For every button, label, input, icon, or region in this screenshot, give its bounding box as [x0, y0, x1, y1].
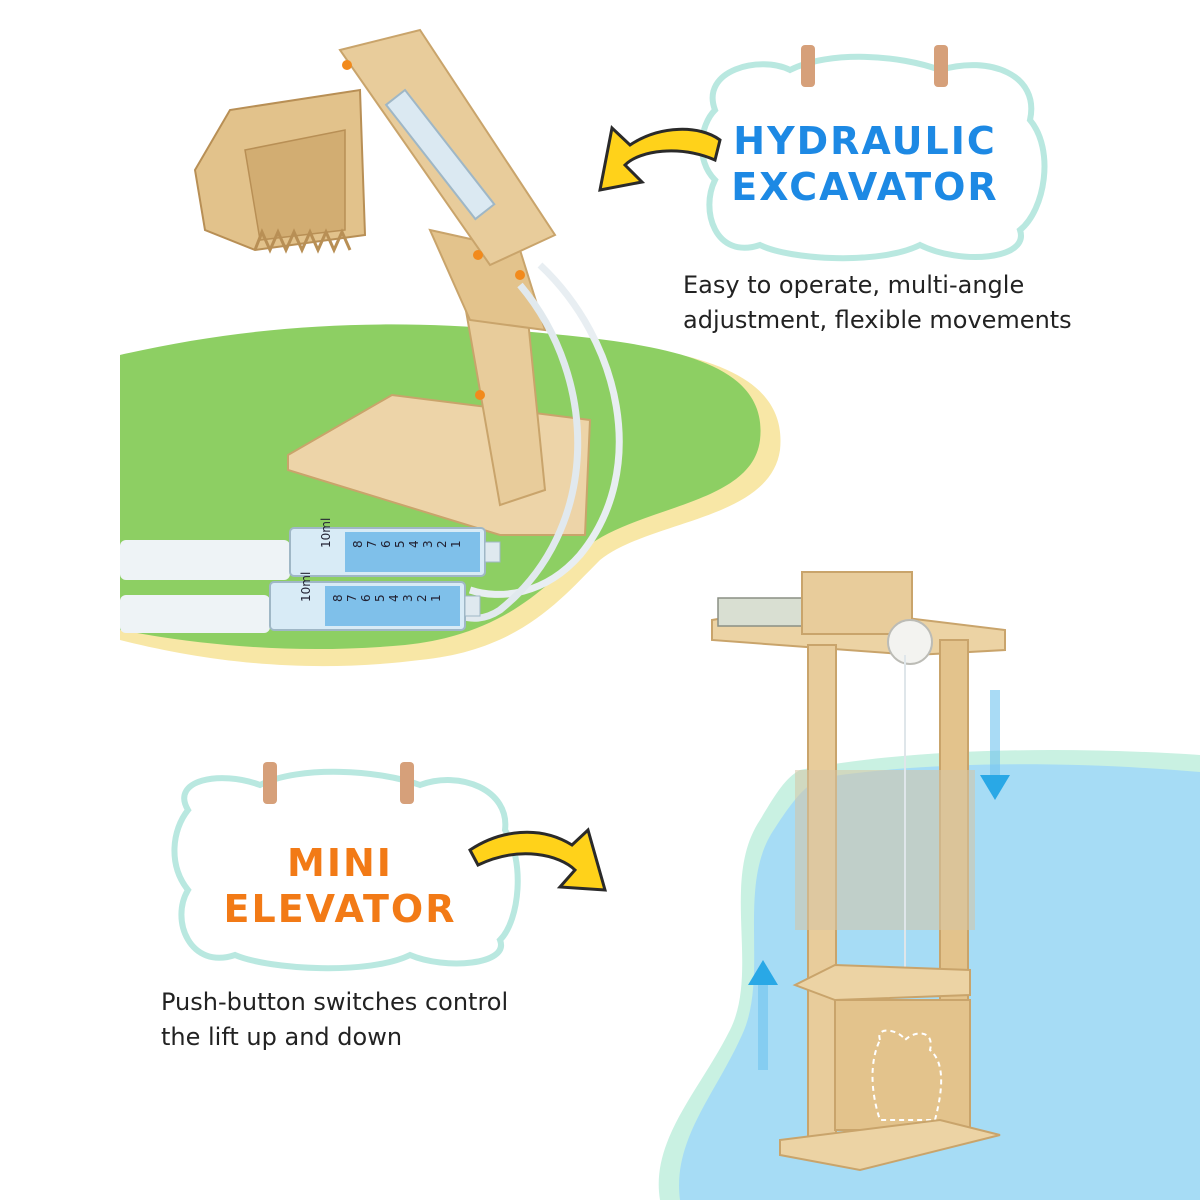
- syringe-top-tick: 3: [421, 540, 435, 548]
- elevator-base: [779, 1118, 1001, 1172]
- arrow-down-icon: [980, 690, 1010, 800]
- elevator-card: [171, 762, 521, 972]
- elevator-car-front: [834, 999, 971, 1131]
- syringe-bottom-tick: 2: [415, 594, 429, 602]
- elevator-caption: Push-button switches control the lift up…: [161, 985, 581, 1055]
- syringe-bottom-tick: 4: [387, 594, 401, 602]
- pin: [342, 60, 352, 70]
- syringe-top-tick: 10ml: [319, 518, 333, 548]
- pin: [475, 390, 485, 400]
- elevator-blur: [795, 770, 975, 930]
- hydraulic-title-line1: HYDRAULIC: [733, 119, 997, 163]
- syringe-top-tick: 8: [351, 540, 365, 548]
- syringe-top-tick: 1: [449, 540, 463, 548]
- syringe-bottom-tick: 7: [345, 594, 359, 602]
- clothespin-icon: [263, 762, 414, 804]
- hydraulic-tube: [468, 262, 623, 598]
- hydraulic-card: [698, 45, 1048, 262]
- hydraulic-excavator-title: HYDRAULIC EXCAVATOR: [720, 118, 1010, 211]
- pin: [473, 250, 483, 260]
- excavator-caption-line2: adjustment, flexible movements: [683, 305, 1072, 334]
- excavator-caption: Easy to operate, multi-angle adjustment,…: [683, 268, 1153, 338]
- syringe-top-tick: 2: [435, 540, 449, 548]
- bucket-inner: [244, 129, 346, 241]
- boom-syringe: [384, 88, 496, 221]
- syringe-bottom-tick: 10ml: [299, 572, 313, 602]
- bucket-teeth: [253, 228, 352, 254]
- syringe-top: [120, 527, 501, 580]
- syringe-bottom-tick: 6: [359, 594, 373, 602]
- pin: [515, 270, 525, 280]
- syringe-top-tick: 5: [393, 540, 407, 548]
- syringe-bottom-tick: 8: [331, 594, 345, 602]
- mini-elevator-title: MINI ELEVATOR: [190, 840, 490, 933]
- syringe-top-tick: 7: [365, 540, 379, 548]
- motor-box: [801, 571, 913, 635]
- curved-arrow-icon: [598, 125, 722, 192]
- hydraulic-tube: [458, 282, 582, 622]
- syringe-top-tick: 6: [379, 540, 393, 548]
- excavator-caption-line1: Easy to operate, multi-angle: [683, 271, 1025, 299]
- syringe-bottom-tick: 1: [429, 594, 443, 602]
- elevator-caption-line2: the lift up and down: [161, 1022, 403, 1051]
- syringe-top-tick: 4: [407, 540, 421, 548]
- syringe-bottom-tick: 5: [373, 594, 387, 602]
- syringe-bottom: [120, 581, 481, 633]
- elevator-title-line1: MINI: [287, 841, 393, 885]
- syringe-bottom-tick: 3: [401, 594, 415, 602]
- elevator-caption-line1: Push-button switches control: [161, 988, 509, 1016]
- bear-outline: [871, 1029, 943, 1121]
- elevator-car-top: [792, 963, 971, 1002]
- curved-arrow-icon: [468, 827, 608, 892]
- elevator-title-line2: ELEVATOR: [223, 887, 457, 932]
- arrow-up-icon: [748, 960, 778, 1070]
- hydraulic-title-line2: EXCAVATOR: [731, 165, 999, 210]
- clothespin-icon: [801, 45, 948, 87]
- motor-pulley: [887, 619, 933, 665]
